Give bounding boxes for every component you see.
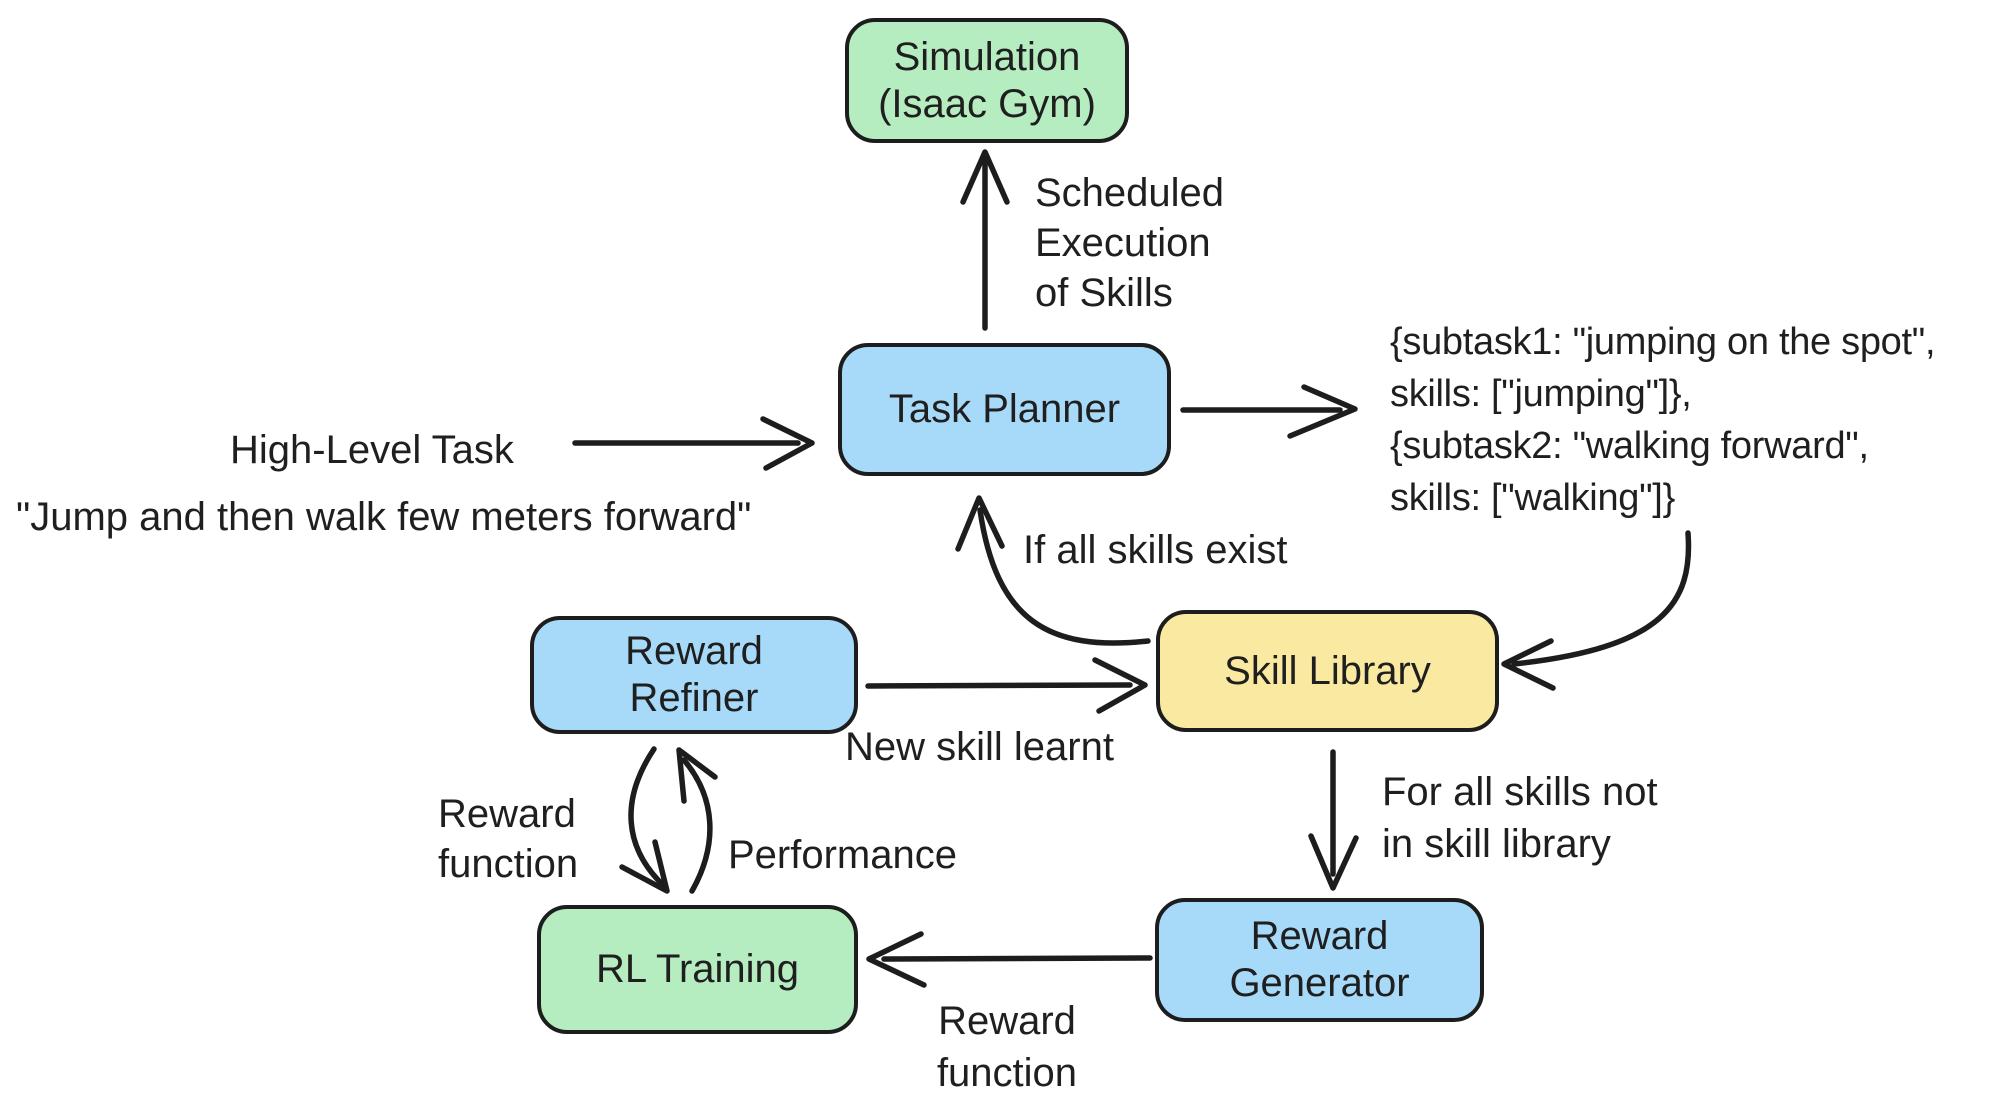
arrow-reward-generator-to-rl-training	[866, 931, 1153, 988]
label-subtask-output-line1: {subtask1: "jumping on the spot",	[1390, 321, 1936, 363]
arrow-skill-library-to-task-planner	[955, 495, 1151, 646]
label-reward-function-bottom-line2: function	[936, 1051, 1078, 1095]
label-for-all-skills: For all skills not in skill library	[1382, 766, 1658, 870]
node-reward-generator-label-line2: Generator	[1229, 961, 1410, 1005]
label-subtask-output-line2: skills: ["jumping"]},	[1390, 373, 1692, 415]
arrow-skill-library-to-reward-generator	[1308, 749, 1359, 891]
label-for-all-skills-line1: For all skills not	[1382, 770, 1658, 814]
label-task-quote: "Jump and then walk few meters forward"	[16, 495, 752, 539]
node-simulation-label-line1: Simulation	[893, 34, 1081, 79]
node-simulation: Simulation (Isaac Gym)	[845, 18, 1129, 143]
arrow-subtasks-to-skill-library	[1501, 530, 1692, 691]
node-reward-refiner-label-line1: Reward	[625, 629, 763, 673]
label-subtask-output: {subtask1: "jumping on the spot", skills…	[1390, 316, 1936, 524]
node-simulation-label-line2: (Isaac Gym)	[878, 81, 1096, 126]
label-subtask-output-line3: {subtask2: "walking forward",	[1390, 425, 1869, 467]
label-performance: Performance	[728, 833, 957, 877]
node-reward-generator-label-line1: Reward	[1250, 914, 1389, 958]
label-scheduled-execution-line2: Execution	[1035, 221, 1211, 265]
arrow-reward-refiner-to-rl-training	[619, 746, 670, 894]
arrow-task-planner-to-simulation	[960, 149, 1010, 331]
label-subtask-output-line4: skills: ["walking"]}	[1390, 477, 1675, 519]
label-reward-function-left: Reward function	[438, 789, 578, 889]
node-rl-training: RL Training	[537, 905, 858, 1034]
label-for-all-skills-line2: in skill library	[1382, 822, 1611, 866]
label-high-level-task: High-Level Task	[230, 428, 514, 472]
label-reward-function-left-line2: function	[438, 842, 579, 886]
node-reward-refiner-label-line2: Refiner	[629, 676, 759, 720]
label-scheduled-execution-line1: Scheduled	[1035, 171, 1225, 215]
node-reward-generator: Reward Generator	[1155, 898, 1484, 1022]
node-skill-library: Skill Library	[1156, 610, 1499, 732]
node-task-planner-label: Task Planner	[888, 387, 1121, 431]
label-reward-function-bottom: Reward function	[927, 995, 1087, 1099]
arrow-task-planner-to-subtasks	[1180, 384, 1358, 439]
label-reward-function-left-line1: Reward	[438, 792, 576, 836]
label-if-all-skills-exist: If all skills exist	[1023, 528, 1288, 572]
arrow-rl-training-to-reward-refiner	[676, 747, 718, 894]
arrow-high-level-task-to-task-planner	[572, 416, 815, 471]
node-skill-library-label: Skill Library	[1224, 648, 1431, 693]
label-scheduled-execution: Scheduled Execution of Skills	[1035, 168, 1224, 318]
node-rl-training-label: RL Training	[595, 947, 800, 991]
node-reward-refiner: Reward Refiner	[530, 616, 858, 734]
label-reward-function-bottom-line1: Reward	[938, 999, 1076, 1043]
arrow-reward-refiner-to-skill-library	[865, 657, 1148, 714]
node-task-planner: Task Planner	[838, 343, 1171, 476]
label-new-skill-learnt: New skill learnt	[845, 725, 1114, 769]
label-scheduled-execution-line3: of Skills	[1035, 271, 1173, 315]
